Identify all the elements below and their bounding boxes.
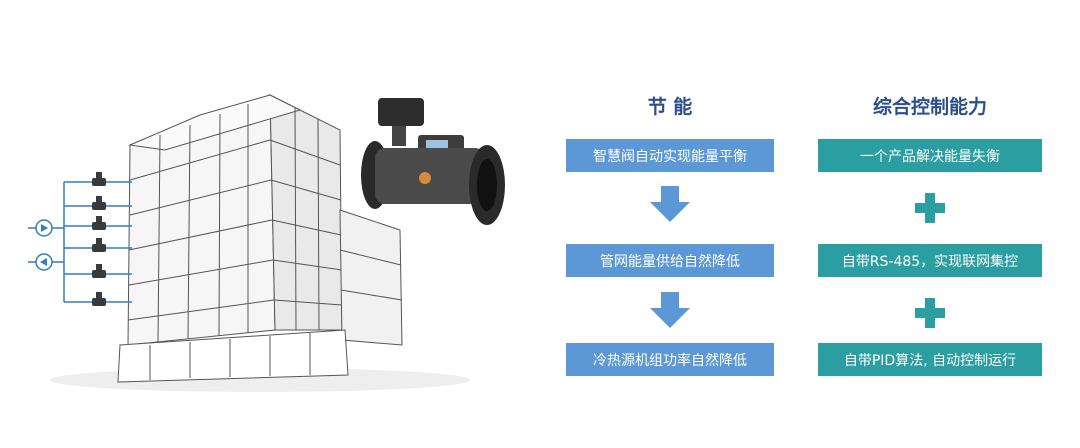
down-arrow-icon	[650, 292, 690, 328]
feature-3: 自带PID算法, 自动控制运行	[818, 343, 1042, 376]
smart-valve-photo	[361, 98, 505, 225]
feature-2: 自带RS-485，实现联网集控	[818, 244, 1042, 277]
feature-1: 一个产品解决能量失衡	[818, 139, 1042, 172]
plus-icon	[915, 193, 945, 223]
energy-saving-title: 节 能	[647, 96, 693, 118]
building-illustration	[28, 94, 505, 392]
plus-icon	[915, 298, 945, 328]
office-building-sketch	[117, 94, 403, 383]
flow-in-icon	[35, 219, 53, 237]
down-arrow-icon	[650, 186, 690, 222]
energy-step-1: 智慧阀自动实现能量平衡	[566, 139, 774, 172]
control-capability-title: 综合控制能力	[872, 96, 987, 118]
flow-out-icon	[35, 253, 53, 271]
energy-step-2: 管网能量供给自然降低	[566, 244, 774, 277]
small-valve-icons	[92, 172, 106, 306]
pipe-network	[28, 181, 132, 303]
energy-step-3: 冷热源机组功率自然降低	[566, 343, 774, 376]
